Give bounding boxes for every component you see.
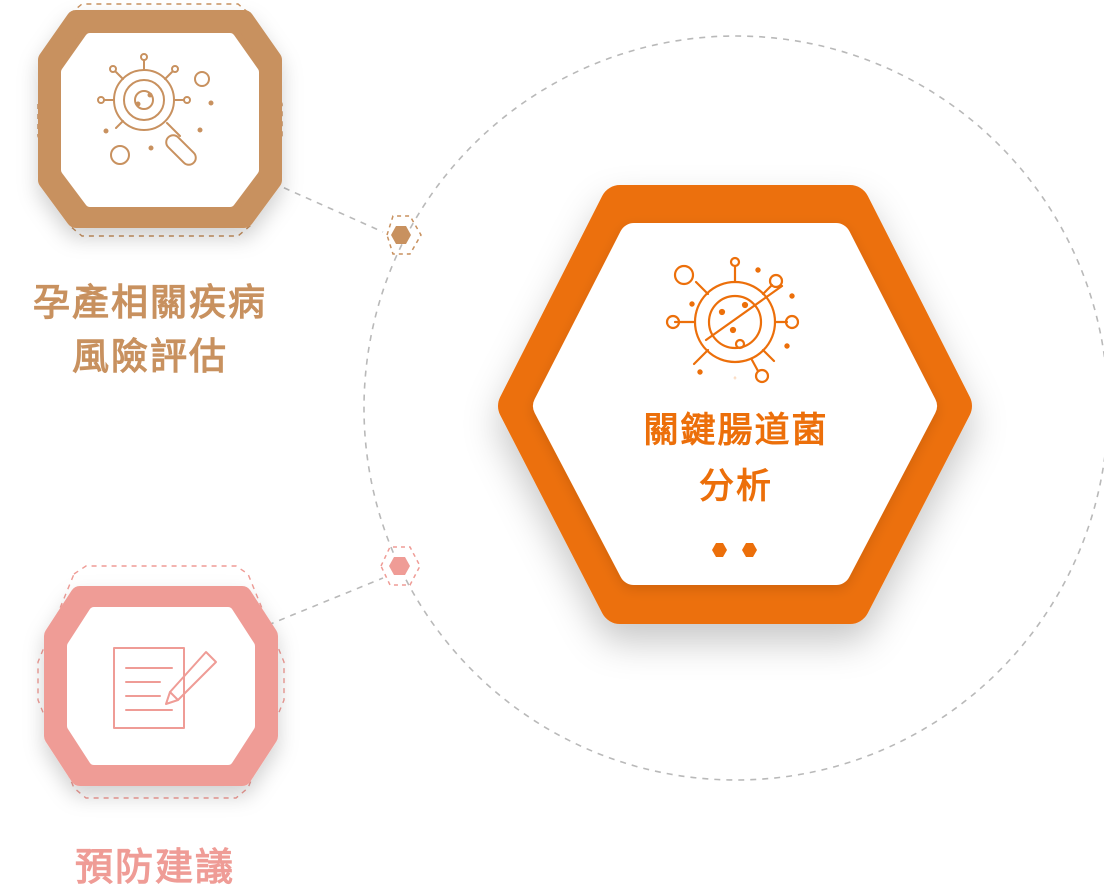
joint-risk	[387, 216, 421, 254]
risk-label-line1: 孕產相關疾病	[0, 276, 300, 330]
center-label: 關鍵腸道菌 分析	[586, 403, 886, 515]
risk-hex-inner	[66, 38, 254, 202]
center-label-line1: 關鍵腸道菌	[586, 403, 886, 459]
risk-label-line2: 風險評估	[0, 330, 300, 384]
prevent-hex-inner	[72, 612, 250, 760]
prevent-label: 預防建議	[0, 840, 310, 895]
center-label-line2: 分析	[586, 459, 886, 515]
joint-prevent	[381, 547, 420, 585]
connector-risk	[262, 178, 383, 232]
connector-prevent	[268, 578, 383, 625]
risk-label: 孕產相關疾病 風險評估	[0, 276, 300, 383]
node-prevent[interactable]	[38, 566, 284, 798]
node-risk[interactable]	[38, 4, 282, 236]
prevent-label-text: 預防建議	[0, 840, 310, 895]
